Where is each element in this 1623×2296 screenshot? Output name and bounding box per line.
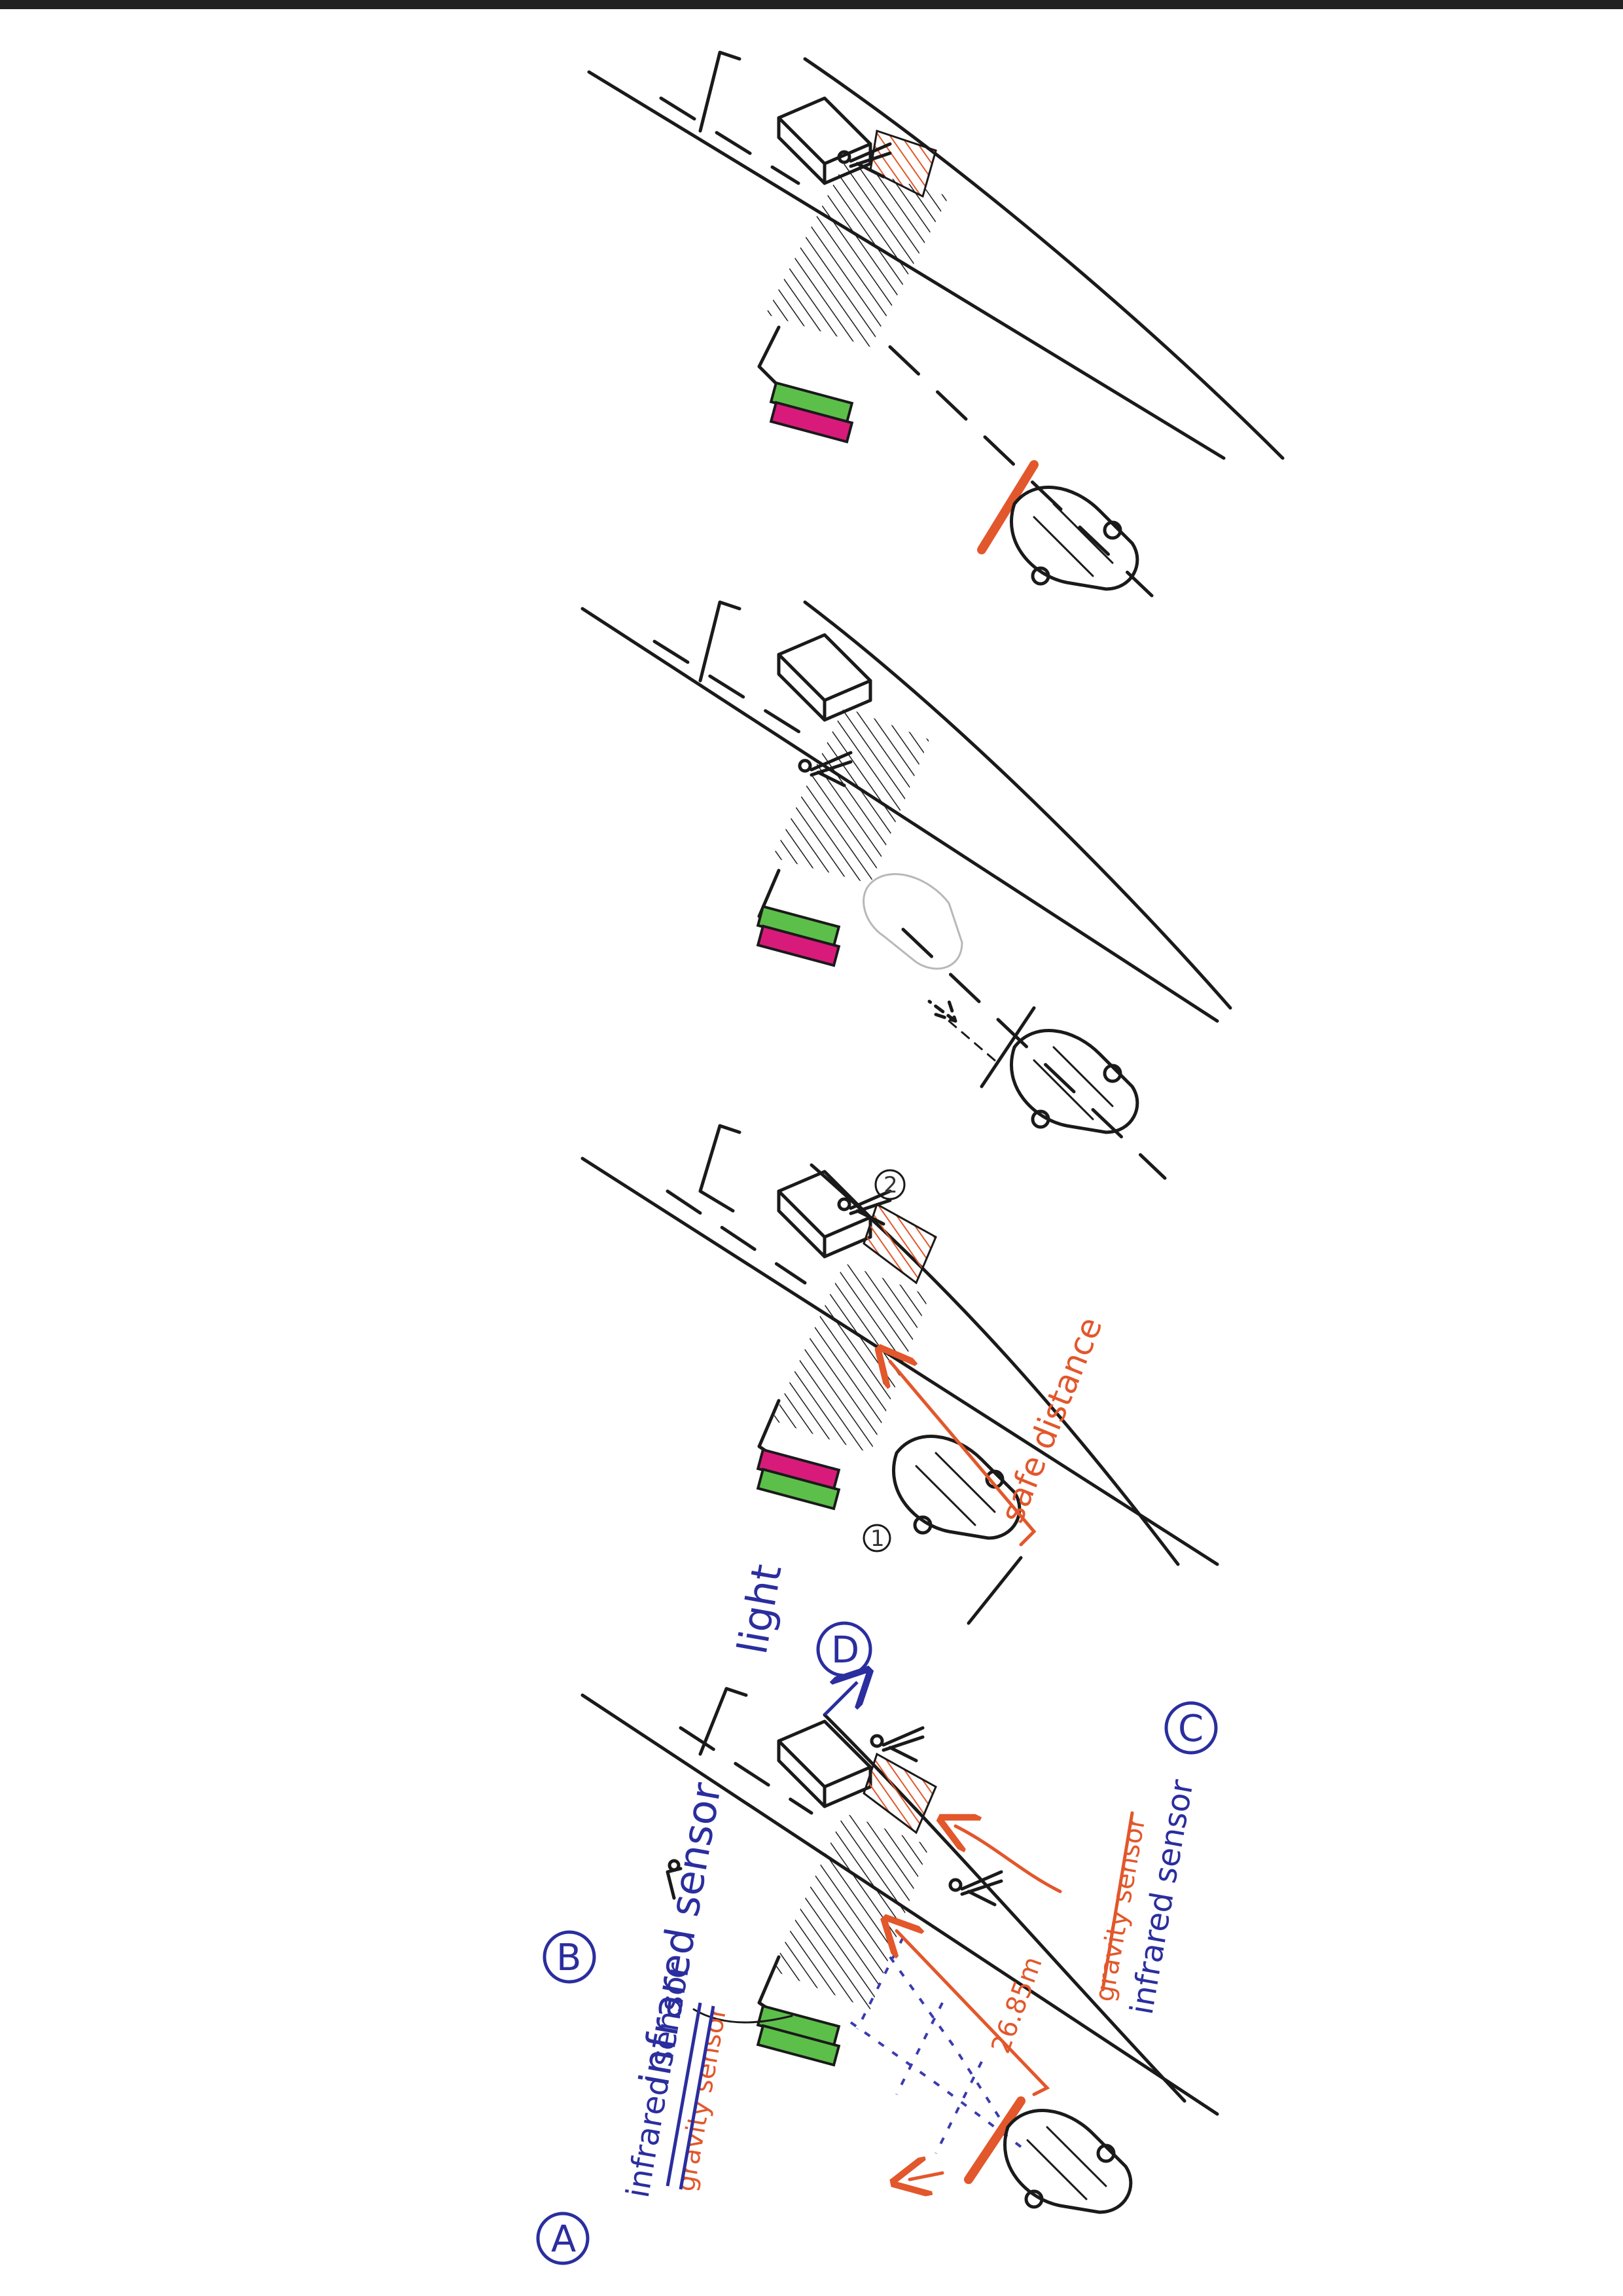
panel-3 xyxy=(582,602,1230,1178)
light-label: light xyxy=(728,1561,791,1658)
signal-light xyxy=(771,383,852,442)
orange-sensor-strip xyxy=(982,465,1034,550)
label-b: B xyxy=(556,1937,581,1979)
safe-distance-label: safe distance xyxy=(993,1312,1109,1528)
car-icon xyxy=(1005,2111,1130,2212)
label-c: C xyxy=(1178,1708,1204,1750)
label-d: D xyxy=(831,1629,859,1672)
signal-light xyxy=(758,1450,839,1509)
scan-edge xyxy=(0,0,1623,9)
car-icon xyxy=(1011,1031,1137,1132)
label-a: A xyxy=(551,2218,576,2261)
panel-2: 2 1 safe distance xyxy=(582,1126,1217,1623)
step-label-2: 2 xyxy=(883,1172,898,1198)
car-icon xyxy=(1011,488,1137,589)
signal-light xyxy=(758,2006,839,2065)
panel-1: 26.85m light D B infrared sensor A infra… xyxy=(538,1561,1217,2263)
signal-light xyxy=(758,906,839,965)
car-icon xyxy=(893,1437,1019,1538)
step-label-1: 1 xyxy=(870,1526,885,1552)
panel-4 xyxy=(589,52,1283,596)
